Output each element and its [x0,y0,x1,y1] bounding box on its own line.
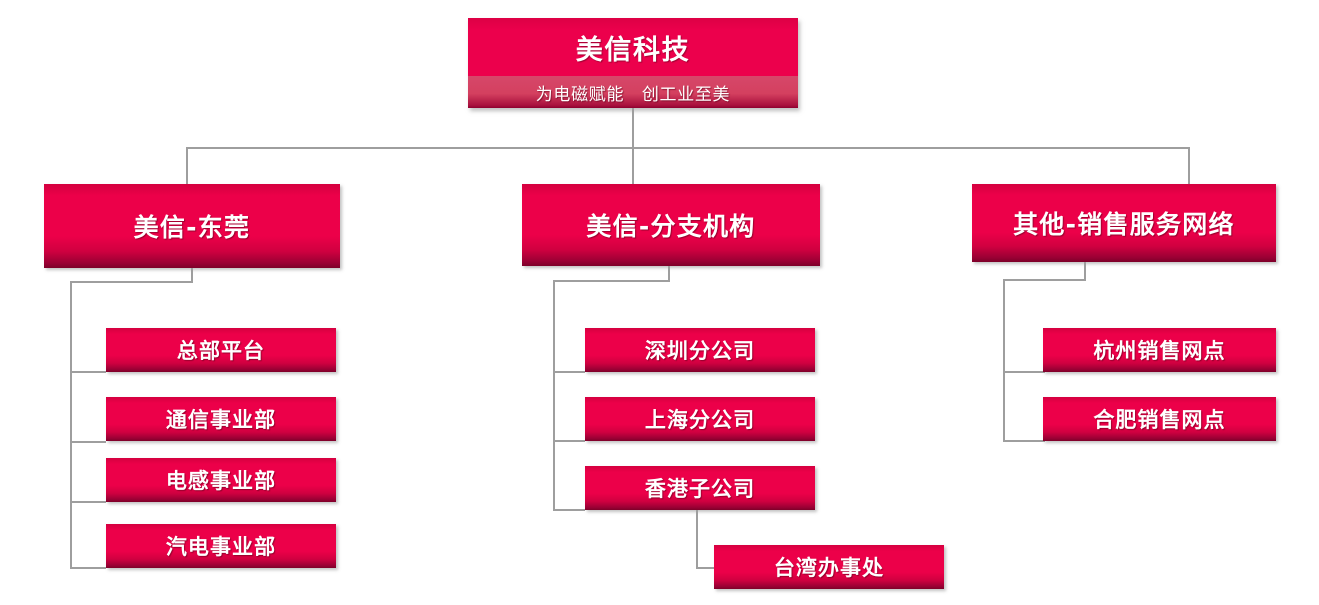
node-root-company[interactable]: 美信科技 为电磁赋能 创工业至美 [468,18,798,108]
connector-branch2-turn [553,280,670,282]
connector-branch3-child1 [1003,371,1045,373]
connector-branch1-child1 [70,371,106,373]
node-subsidiary-shanghai[interactable]: 上海分公司 [585,397,815,441]
node-branch-subsidiaries[interactable]: 美信-分支机构 [522,184,820,266]
node-sales-hangzhou[interactable]: 杭州销售网点 [1043,328,1276,372]
connector-root-drop [632,108,634,148]
connector-branch3-drop [1084,262,1086,281]
connector-to-branch-1 [186,147,188,184]
root-company-slogan: 为电磁赋能 创工业至美 [468,76,798,108]
connector-branch1-child2 [70,441,106,443]
node-dept-communications[interactable]: 通信事业部 [106,397,336,441]
node-branch-sales-network[interactable]: 其他-销售服务网络 [972,184,1276,262]
connector-branch1-child4 [70,567,106,569]
connector-branch1-child3 [70,501,106,503]
node-subsidiary-shenzhen[interactable]: 深圳分公司 [585,328,815,372]
connector-branch1-rail [70,281,72,569]
node-sales-hefei[interactable]: 合肥销售网点 [1043,397,1276,441]
node-dept-auto-electric[interactable]: 汽电事业部 [106,524,336,568]
connector-branch2-child1 [553,371,585,373]
node-dept-inductors[interactable]: 电感事业部 [106,458,336,502]
connector-level2-bar [186,147,1190,149]
connector-hongkong-drop [696,510,698,569]
root-company-title: 美信科技 [468,18,798,76]
connector-branch2-child2 [553,440,585,442]
connector-branch3-rail [1003,279,1005,442]
connector-to-branch-2 [632,147,634,184]
node-office-taiwan[interactable]: 台湾办事处 [714,545,944,589]
node-dept-hq-platform[interactable]: 总部平台 [106,328,336,372]
connector-branch2-drop [668,266,670,282]
connector-branch3-turn [1003,279,1086,281]
connector-to-branch-3 [1188,147,1190,184]
connector-branch1-drop [191,268,193,283]
connector-hongkong-to-taiwan [696,567,714,569]
connector-branch3-child2 [1003,440,1045,442]
connector-branch2-rail [553,280,555,511]
node-branch-dongguan[interactable]: 美信-东莞 [44,184,340,268]
connector-branch2-child3 [553,509,585,511]
connector-branch1-turn [70,281,193,283]
node-subsidiary-hongkong[interactable]: 香港子公司 [585,466,815,510]
